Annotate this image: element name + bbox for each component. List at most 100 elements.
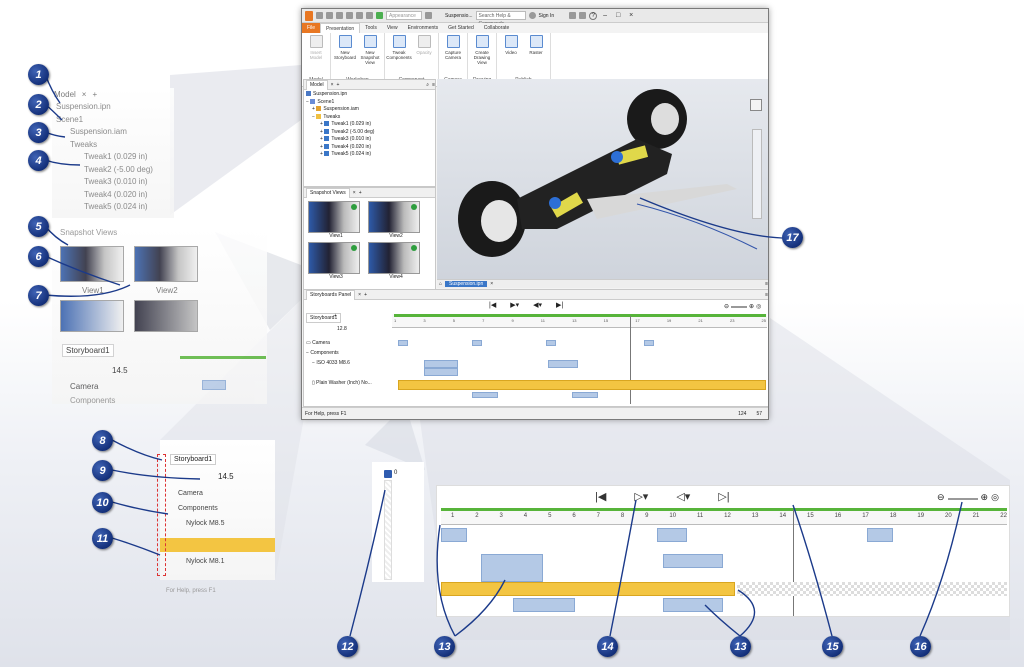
app-logo-icon[interactable] xyxy=(305,10,313,21)
close-icon[interactable]: × xyxy=(330,81,334,88)
viewcube-icon[interactable] xyxy=(750,99,762,111)
tree-item[interactable]: − Scene1 xyxy=(306,98,335,105)
close-icon[interactable]: × xyxy=(358,291,362,298)
undo-icon[interactable] xyxy=(346,12,353,19)
cart-icon[interactable] xyxy=(569,12,577,19)
video-button[interactable]: Video xyxy=(500,35,522,75)
tab-get-started[interactable]: Get Started xyxy=(448,25,474,31)
camera-action[interactable] xyxy=(644,340,654,346)
tree-item-label: Suspension.ipn xyxy=(313,91,348,97)
opacity-track[interactable] xyxy=(398,380,766,390)
menu-icon[interactable]: ≡ xyxy=(765,291,768,298)
new-storyboard-button[interactable]: New Storyboard xyxy=(334,35,356,75)
sign-in-link[interactable]: Sign In xyxy=(538,12,555,19)
timeline-ruler[interactable] xyxy=(392,314,767,328)
settings-icon[interactable]: ◎ xyxy=(756,304,762,310)
minimize-button[interactable]: – xyxy=(603,12,608,19)
move-action[interactable] xyxy=(572,392,598,398)
tab-view[interactable]: View xyxy=(386,25,398,31)
snapshot-view[interactable]: View1 xyxy=(308,201,364,240)
zoom-out-icon[interactable]: ⊖ xyxy=(724,304,730,310)
appearance-select[interactable]: Appearance xyxy=(386,11,422,20)
snapshot-thumbnail xyxy=(368,242,420,274)
redo-icon[interactable] xyxy=(356,12,363,19)
add-storyboard-icon[interactable]: + xyxy=(334,313,337,319)
help-button[interactable]: ? xyxy=(589,11,598,20)
insert-model-button[interactable]: Insert Model xyxy=(305,35,327,75)
home-icon[interactable]: ⌂ xyxy=(439,281,443,287)
zoom-in-icon[interactable]: ⊕ xyxy=(749,304,755,310)
save-icon[interactable] xyxy=(336,12,343,19)
tab-tools[interactable]: Tools xyxy=(365,25,377,31)
move-action[interactable] xyxy=(548,360,578,368)
add-icon[interactable] xyxy=(425,12,432,19)
current-time[interactable]: 12.8 xyxy=(337,326,347,332)
tab-collaborate[interactable]: Collaborate xyxy=(483,25,510,31)
row-camera[interactable]: ▭ Camera xyxy=(306,340,330,346)
tree-item[interactable]: Suspension.ipn xyxy=(306,91,433,99)
camera-action[interactable] xyxy=(398,340,408,346)
graphics-viewport[interactable] xyxy=(437,79,768,279)
search-icon[interactable]: ⌕ xyxy=(426,81,430,88)
snapshot-view[interactable]: View3 xyxy=(308,242,364,281)
raster-button[interactable]: Raster xyxy=(525,35,547,75)
home-icon[interactable] xyxy=(366,12,373,19)
tweak-components-button[interactable]: Tweak Components xyxy=(386,35,412,75)
tab-presentation[interactable]: Presentation xyxy=(320,22,361,34)
add-tab-icon[interactable]: + xyxy=(336,81,340,88)
user-icon[interactable] xyxy=(528,12,536,19)
camera-action[interactable] xyxy=(472,340,482,346)
maximize-button[interactable]: □ xyxy=(615,12,621,19)
tree-item[interactable]: + Tweak4 (0.020 in) xyxy=(320,143,372,150)
menu-icon[interactable]: ≡ xyxy=(765,281,768,287)
opacity-button[interactable]: Opacity xyxy=(413,35,435,75)
play-icon[interactable]: ▶▾ xyxy=(510,302,520,309)
tree-item[interactable]: + Tweak1 (0.029 in) xyxy=(320,121,372,127)
update-icon[interactable] xyxy=(376,12,383,19)
tick-label: 13 xyxy=(572,318,577,323)
close-button[interactable]: × xyxy=(629,12,634,19)
document-tab[interactable]: Suspension.ipn xyxy=(445,281,488,287)
tab-environments[interactable]: Environments xyxy=(407,25,439,31)
move-action[interactable] xyxy=(424,360,458,368)
open-icon[interactable] xyxy=(326,12,333,19)
row-components[interactable]: − Components xyxy=(306,350,339,356)
add-tab-icon[interactable]: + xyxy=(364,291,367,298)
capture-camera-button[interactable]: Capture Camera xyxy=(442,35,464,75)
row-component[interactable]: − ISO 4033 M8.6 xyxy=(312,360,350,366)
tree-item[interactable]: + Tweak5 (0.024 in) xyxy=(320,151,372,157)
snapshot-view[interactable]: View2 xyxy=(368,201,424,240)
zoom-camera-action xyxy=(867,528,893,542)
storyboard-tab[interactable]: Storyboard1 xyxy=(306,313,342,323)
tree-item[interactable]: + Tweak2 (-5.00 deg) xyxy=(320,128,375,135)
menu-icon[interactable]: ≡ xyxy=(432,81,435,88)
create-drawing-view-button[interactable]: Create Drawing View xyxy=(471,35,493,75)
tree-item[interactable]: + Suspension.iam xyxy=(312,106,359,112)
move-action[interactable] xyxy=(472,392,498,398)
go-to-start-icon[interactable]: |◀ xyxy=(489,302,497,309)
storyboard-panel-tab[interactable]: Storyboards Panel xyxy=(306,289,356,300)
rotate-action[interactable] xyxy=(424,368,458,376)
tree-item[interactable]: + Tweak3 (0.010 in) xyxy=(320,136,372,142)
reverse-icon[interactable]: ◀▾ xyxy=(533,302,543,309)
close-icon[interactable]: × xyxy=(490,281,494,287)
new-icon[interactable] xyxy=(316,12,323,19)
add-tab-icon[interactable]: + xyxy=(358,189,362,196)
tree-item[interactable]: − Tweaks xyxy=(312,113,341,120)
model-tab[interactable]: Model xyxy=(306,79,328,90)
camera-action[interactable] xyxy=(546,340,556,346)
navigation-bar[interactable] xyxy=(752,129,762,219)
close-icon[interactable]: × xyxy=(352,189,356,196)
go-to-end-icon[interactable]: ▶| xyxy=(556,302,564,309)
snapshot-tab[interactable]: Snapshot Views xyxy=(306,187,350,198)
go-to-start-icon: |◀ xyxy=(595,491,607,503)
zoom-slider[interactable] xyxy=(731,306,748,308)
exchange-icon[interactable] xyxy=(579,12,587,19)
model-browser-header: Model × + ⌕ ≡ xyxy=(304,79,435,90)
zoom-controls: ⊖ ⊕ ◎ xyxy=(724,303,761,310)
snapshot-view[interactable]: View4 xyxy=(368,242,424,281)
new-snapshot-view-button[interactable]: New Snapshot View xyxy=(359,35,381,75)
playhead[interactable] xyxy=(630,316,631,404)
tab-file[interactable]: File xyxy=(302,23,321,33)
row-washer[interactable]: ▯ Plain Washer (Inch) No... xyxy=(312,380,372,386)
